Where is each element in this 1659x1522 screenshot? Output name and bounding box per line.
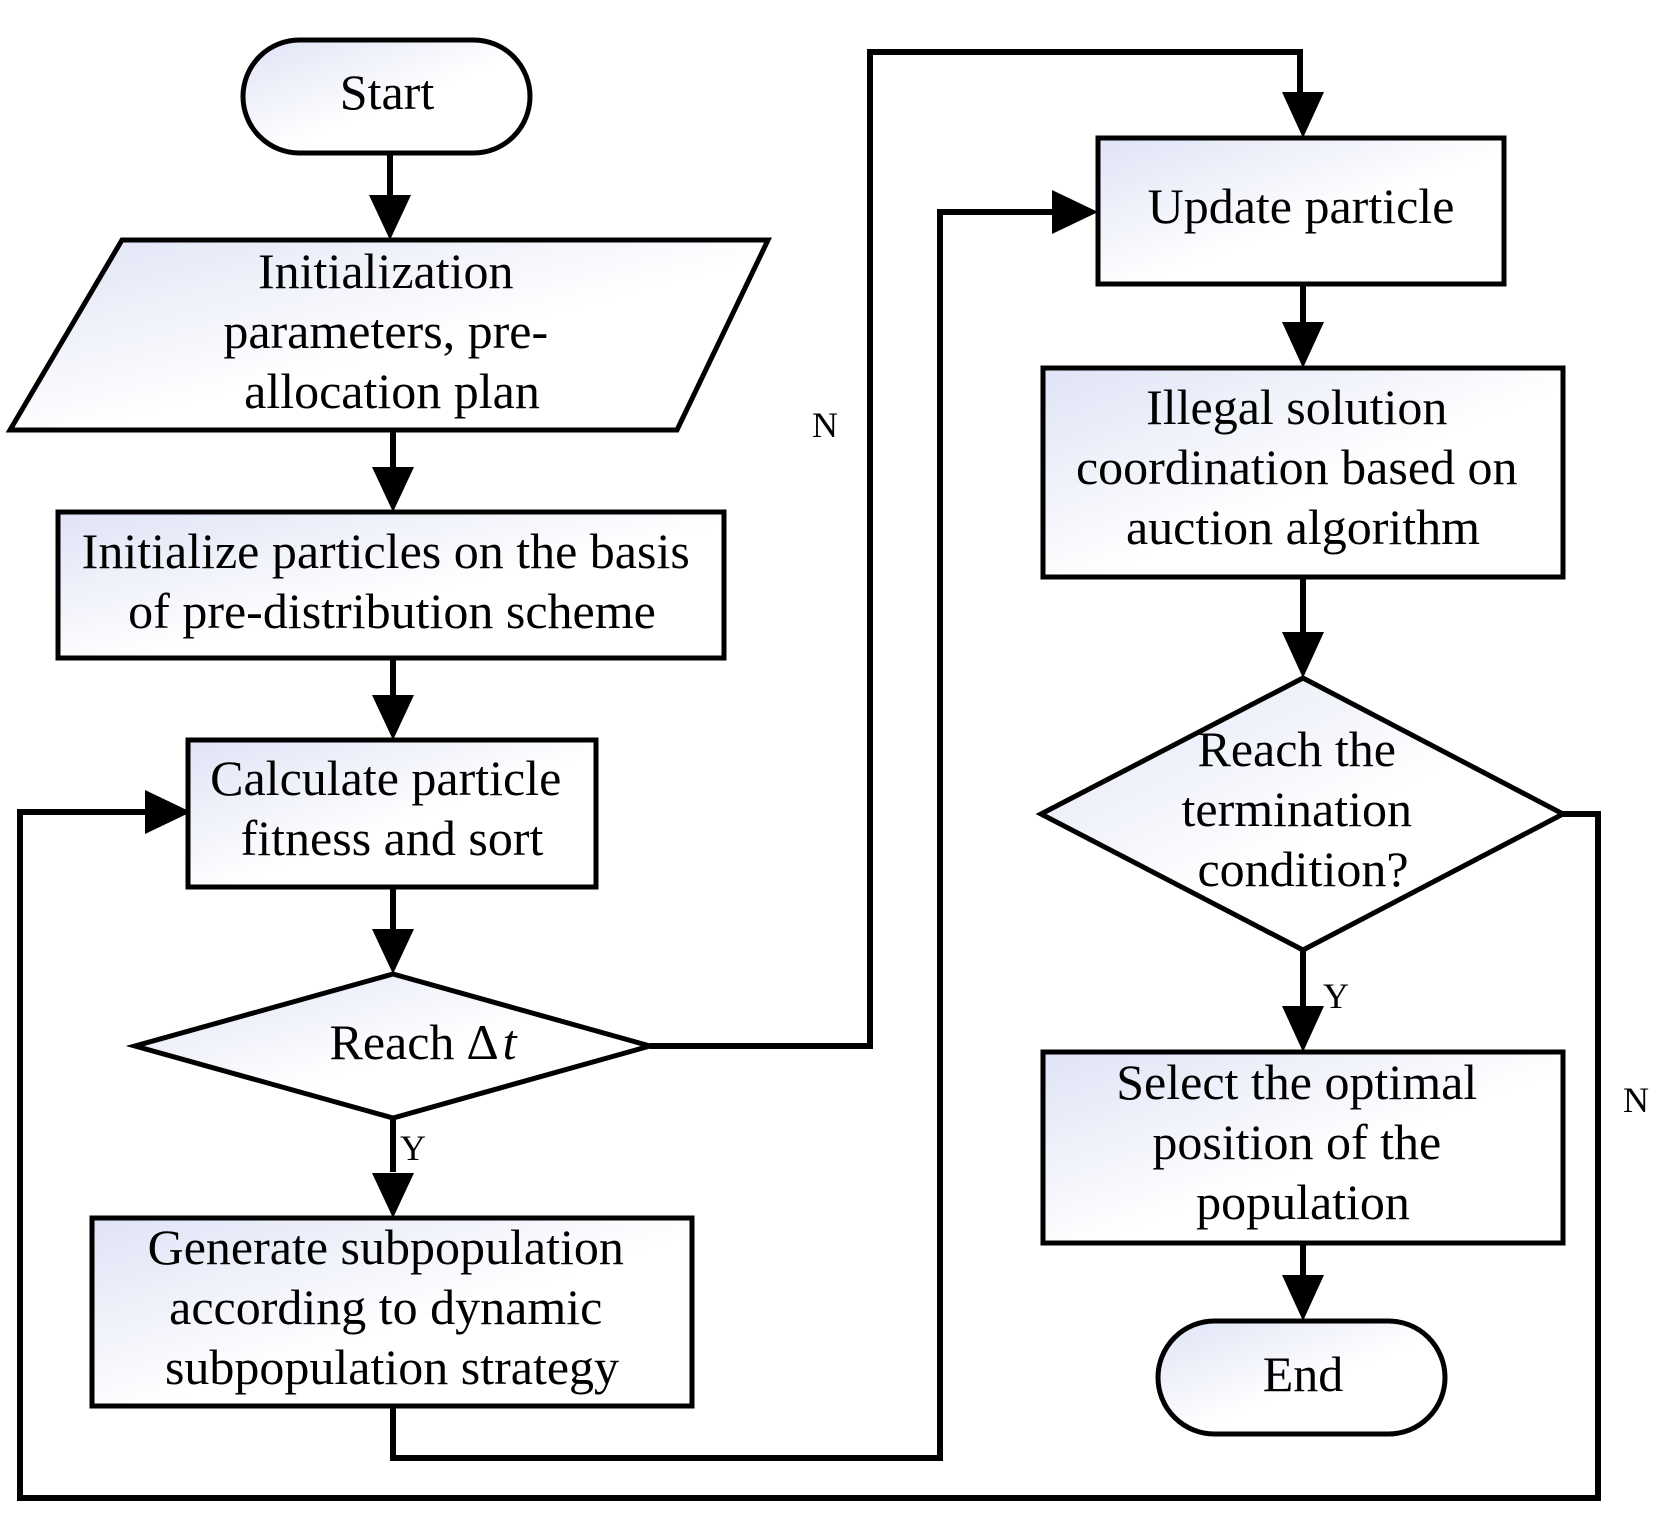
node-label: Calculate particle fitness and sort	[210, 750, 574, 866]
arrowhead-to-reach-dt	[372, 929, 414, 974]
node-label: Generate subpopulation according to dyna…	[148, 1219, 637, 1395]
arrowhead-to-gen-subpop	[372, 1173, 414, 1218]
connectors	[17, 49, 1601, 1501]
node-init-particles: Initialize particles on the basis of pre…	[55, 509, 727, 661]
decision-shape	[1035, 675, 1569, 953]
node-label: End	[1263, 1346, 1344, 1402]
node-select-optimal: Select the optimal position of the popul…	[1040, 1049, 1566, 1246]
edge-labels: Y N Y N	[400, 405, 1649, 1168]
node-label: Reach the termination condition?	[1182, 721, 1425, 897]
arrowhead-to-init-particles	[372, 467, 414, 512]
arrowhead-to-end	[1282, 1275, 1324, 1321]
process-shape	[185, 737, 599, 890]
process-shape	[1040, 365, 1566, 580]
node-start: Start	[240, 37, 533, 156]
node-label: Illegal solution coordination based on a…	[1076, 379, 1530, 555]
arrowheads	[145, 92, 1324, 1321]
terminal-end-shape	[1155, 1318, 1448, 1437]
node-label: Select the optimal position of the popul…	[1116, 1054, 1490, 1230]
node-label: Update particle	[1148, 178, 1455, 234]
node-illegal-solution: Illegal solution coordination based on a…	[1040, 365, 1566, 580]
edge-gen-subpop-to-update-particle	[390, 209, 1055, 1461]
arrowhead-to-update-particle-top	[1282, 92, 1324, 138]
node-init-params: Initialization parameters, pre- allocati…	[5, 237, 772, 433]
node-termination: Reach the termination condition?	[1035, 675, 1569, 953]
arrowhead-to-init-params	[369, 195, 411, 240]
arrowhead-to-termination	[1282, 632, 1324, 678]
edge-termination-no-to-calc-fitness	[17, 809, 1601, 1501]
node-update-particle: Update particle	[1095, 135, 1507, 287]
edge-reach-dt-no-to-update-particle	[650, 49, 1303, 1049]
arrowhead-to-illegal-solution	[1282, 322, 1324, 368]
node-label: Initialization parameters, pre- allocati…	[223, 243, 560, 419]
terminal-start-shape	[240, 37, 533, 156]
process-shape	[89, 1215, 695, 1409]
node-gen-subpop: Generate subpopulation according to dyna…	[89, 1215, 695, 1409]
node-label: Start	[340, 64, 435, 120]
arrowhead-to-calc-fitness	[372, 695, 414, 740]
node-calc-fitness: Calculate particle fitness and sort	[185, 737, 599, 890]
decision-shape	[125, 971, 660, 1121]
process-shape	[1095, 135, 1507, 287]
io-shape	[5, 237, 772, 433]
arrowhead-to-update-particle-left	[1052, 190, 1098, 234]
label-reach-dt-yes: Y	[400, 1128, 426, 1168]
process-shape	[1040, 1049, 1566, 1246]
node-end: End	[1155, 1318, 1448, 1437]
label-termination-yes: Y	[1323, 976, 1349, 1016]
label-reach-dt-no: N	[812, 405, 838, 445]
arrowhead-to-calc-fitness-left	[145, 790, 191, 834]
process-shape	[55, 509, 727, 661]
arrowhead-to-select-optimal	[1282, 1006, 1324, 1052]
node-label: Initialize particles on the basis of pre…	[82, 523, 703, 639]
label-termination-no: N	[1623, 1080, 1649, 1120]
